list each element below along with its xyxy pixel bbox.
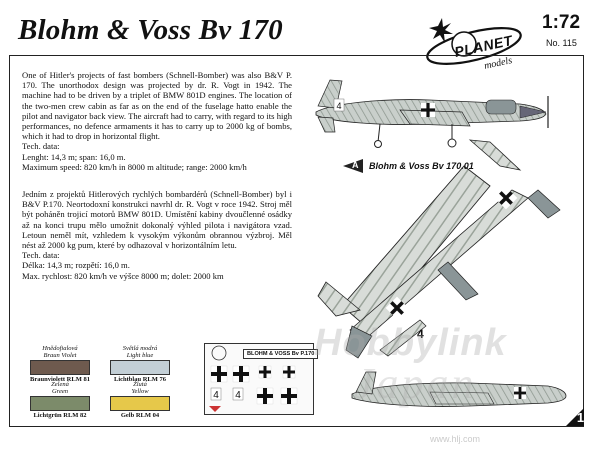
profile-letter-marker: A [343, 159, 363, 173]
decal-cross-1 [210, 365, 228, 383]
color-swatch-rlm76: Světlá modrá Light blue Lichtblau RLM 76 [110, 345, 170, 383]
watermark-japan: Japan [354, 359, 477, 408]
color-swatch-rlm82: Zelená Green Lichtgrün RLM 82 [30, 381, 90, 419]
planet-models-logo [416, 14, 526, 79]
czech-body: Jedním z projektů Hitlerových rychlých b… [22, 189, 292, 251]
decal-cross-2 [232, 365, 250, 383]
watermark-url: www.hlj.com [430, 434, 481, 444]
english-tech-line-2: Maximum speed: 820 km/h in 8000 m altitu… [22, 161, 247, 172]
top-view-code: 4 [417, 327, 424, 341]
scale-label: 1:72 [542, 12, 581, 33]
side-tail-code: 4 [336, 101, 341, 111]
decal-code-2: 4 [235, 390, 241, 401]
page-number: 1 [576, 410, 585, 425]
decal-cross-5 [256, 387, 274, 405]
english-body: One of Hitler's projects of fast bombers… [22, 70, 292, 142]
czech-tech-line-1: Délka: 14,3 m; rozpětí: 16,0 m. [22, 260, 130, 271]
english-tech-line-1: Lenght: 14,3 m; span: 16,0 m. [22, 151, 126, 162]
color-swatch-rlm81: Hnědofialová Braun Violet Braunviolett R… [30, 345, 90, 383]
decal-code-1: 4 [213, 390, 219, 401]
decal-cross-3 [258, 365, 272, 379]
czech-tech-line-2: Max. rychlost: 820 km/h ve výšce 8000 m;… [22, 270, 224, 281]
page-title: Blohm & Voss Bv 170 [18, 14, 283, 46]
balkenkreuz-side [421, 103, 435, 117]
side-profile-aircraft: 4 [315, 79, 549, 148]
decal-warning-triangle [209, 406, 221, 412]
english-tech-heading: Tech. data: [22, 141, 60, 152]
decal-cross-6 [280, 387, 298, 405]
top-view-aircraft: 4 [317, 139, 561, 359]
color-swatch-rlm04: Žlutá Yellow Gelb RLM 04 [110, 381, 170, 419]
decal-markings: 4 4 [209, 345, 298, 412]
english-description: One of Hitler's projects of fast bombers… [22, 70, 292, 172]
profile-a-label: A Blohm & Voss Bv 170.01 [343, 159, 474, 173]
instruction-sheet-frame [9, 55, 584, 427]
czech-description: Jedním z projektů Hitlerových rychlých b… [22, 189, 292, 281]
profile-caption: Blohm & Voss Bv 170.01 [369, 161, 474, 171]
decal-cross-4 [282, 365, 296, 379]
catalog-number: No. 115 [546, 38, 577, 48]
decal-sheet-title: BLOHM & VOSS Bv P.170 [243, 349, 319, 359]
watermark-hobbylink: Hobbylink [314, 322, 507, 364]
balkenkreuz-lower-profile [514, 387, 526, 399]
czech-tech-heading: Tech. data: [22, 250, 60, 261]
lower-side-profile-aircraft [351, 371, 567, 407]
